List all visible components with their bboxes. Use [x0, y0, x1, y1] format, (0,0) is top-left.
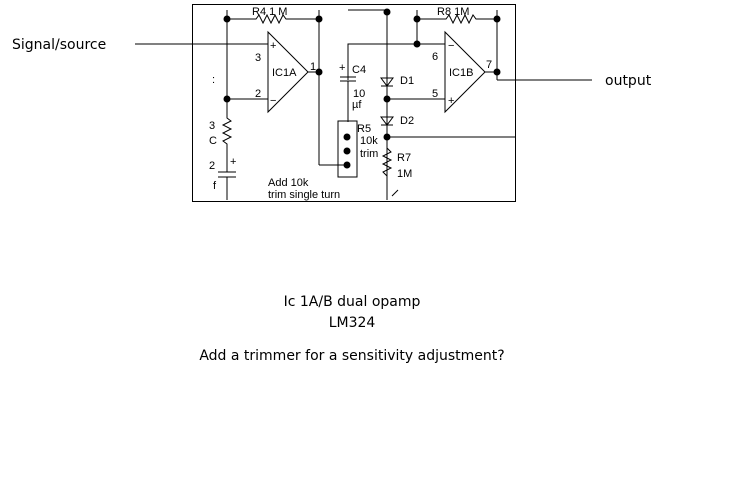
d1-label: D1 [400, 75, 414, 87]
c4-value: 10 [353, 88, 365, 100]
junction-dots [223, 8, 501, 169]
caption-line2: LM324 [328, 315, 376, 331]
ic1a-label: IC1A [272, 67, 297, 79]
pin6: 6 [432, 51, 438, 63]
schematic-frame [192, 4, 516, 202]
fragment: f [213, 180, 217, 192]
fragment: 3 [209, 120, 215, 132]
pin7: 7 [486, 59, 492, 71]
minus-sign: − [270, 95, 276, 107]
plus-sign: + [230, 156, 236, 168]
r4-label: R4 1 M [252, 6, 287, 18]
fragment: C [209, 135, 217, 147]
r8-label: R8 1M [437, 6, 469, 18]
pin1: 1 [310, 61, 316, 73]
pin3: 3 [255, 52, 261, 64]
minus-sign: − [448, 40, 454, 52]
caption-line1: Ic 1A/B dual opamp [283, 294, 421, 310]
plus-sign: + [339, 62, 345, 74]
r5-type: trim [360, 148, 378, 160]
signal-source-label: Signal/source [12, 37, 106, 53]
wires [135, 9, 592, 200]
note-line1: Add 10k [268, 177, 309, 189]
plus-sign: + [448, 95, 454, 107]
c4-unit: µf [352, 99, 362, 111]
note-line2: trim single turn [268, 189, 340, 201]
fragment: : [212, 74, 215, 86]
ic1b-label: IC1B [449, 67, 473, 79]
fragment: 2 [209, 160, 215, 172]
r5-label: R5 [357, 123, 371, 135]
c4-label: C4 [352, 64, 366, 76]
caption-line3: Add a trimmer for a sensitivity adjustme… [199, 348, 505, 364]
plus-sign: + [270, 40, 276, 52]
r7-label: R7 [397, 152, 411, 164]
pin2: 2 [255, 88, 261, 100]
output-label: output [605, 73, 652, 89]
pin5: 5 [432, 88, 438, 100]
d2-label: D2 [400, 115, 414, 127]
r5-value: 10k [360, 135, 378, 147]
r7-value: 1M [397, 168, 412, 180]
